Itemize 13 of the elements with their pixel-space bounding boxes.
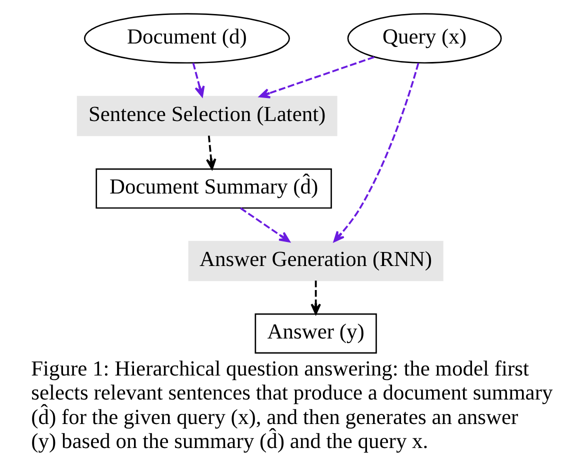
node-box: Answer (y) bbox=[254, 313, 376, 354]
arrow bbox=[205, 136, 216, 170]
arrow bbox=[258, 56, 374, 98]
node-box: Sentence Selection (Latent) bbox=[76, 96, 337, 136]
arrow bbox=[192, 62, 204, 98]
arrow bbox=[310, 280, 320, 315]
node-ellipse: Query (x) bbox=[346, 13, 502, 64]
arrow bbox=[240, 207, 290, 242]
caption: Figure 1: Hierarchical question answering: the model first selects relevant sentences that produce a document summary (d̂) for the given query (x), and then generates an answer (y) based on the summary (d̂) and the query x. bbox=[30, 356, 552, 453]
node-box: Answer Generation (RNN) bbox=[188, 240, 443, 282]
node-box: Document Summary (d̂) bbox=[95, 168, 332, 209]
arrow bbox=[332, 62, 419, 242]
node-ellipse: Document (d) bbox=[83, 13, 290, 64]
